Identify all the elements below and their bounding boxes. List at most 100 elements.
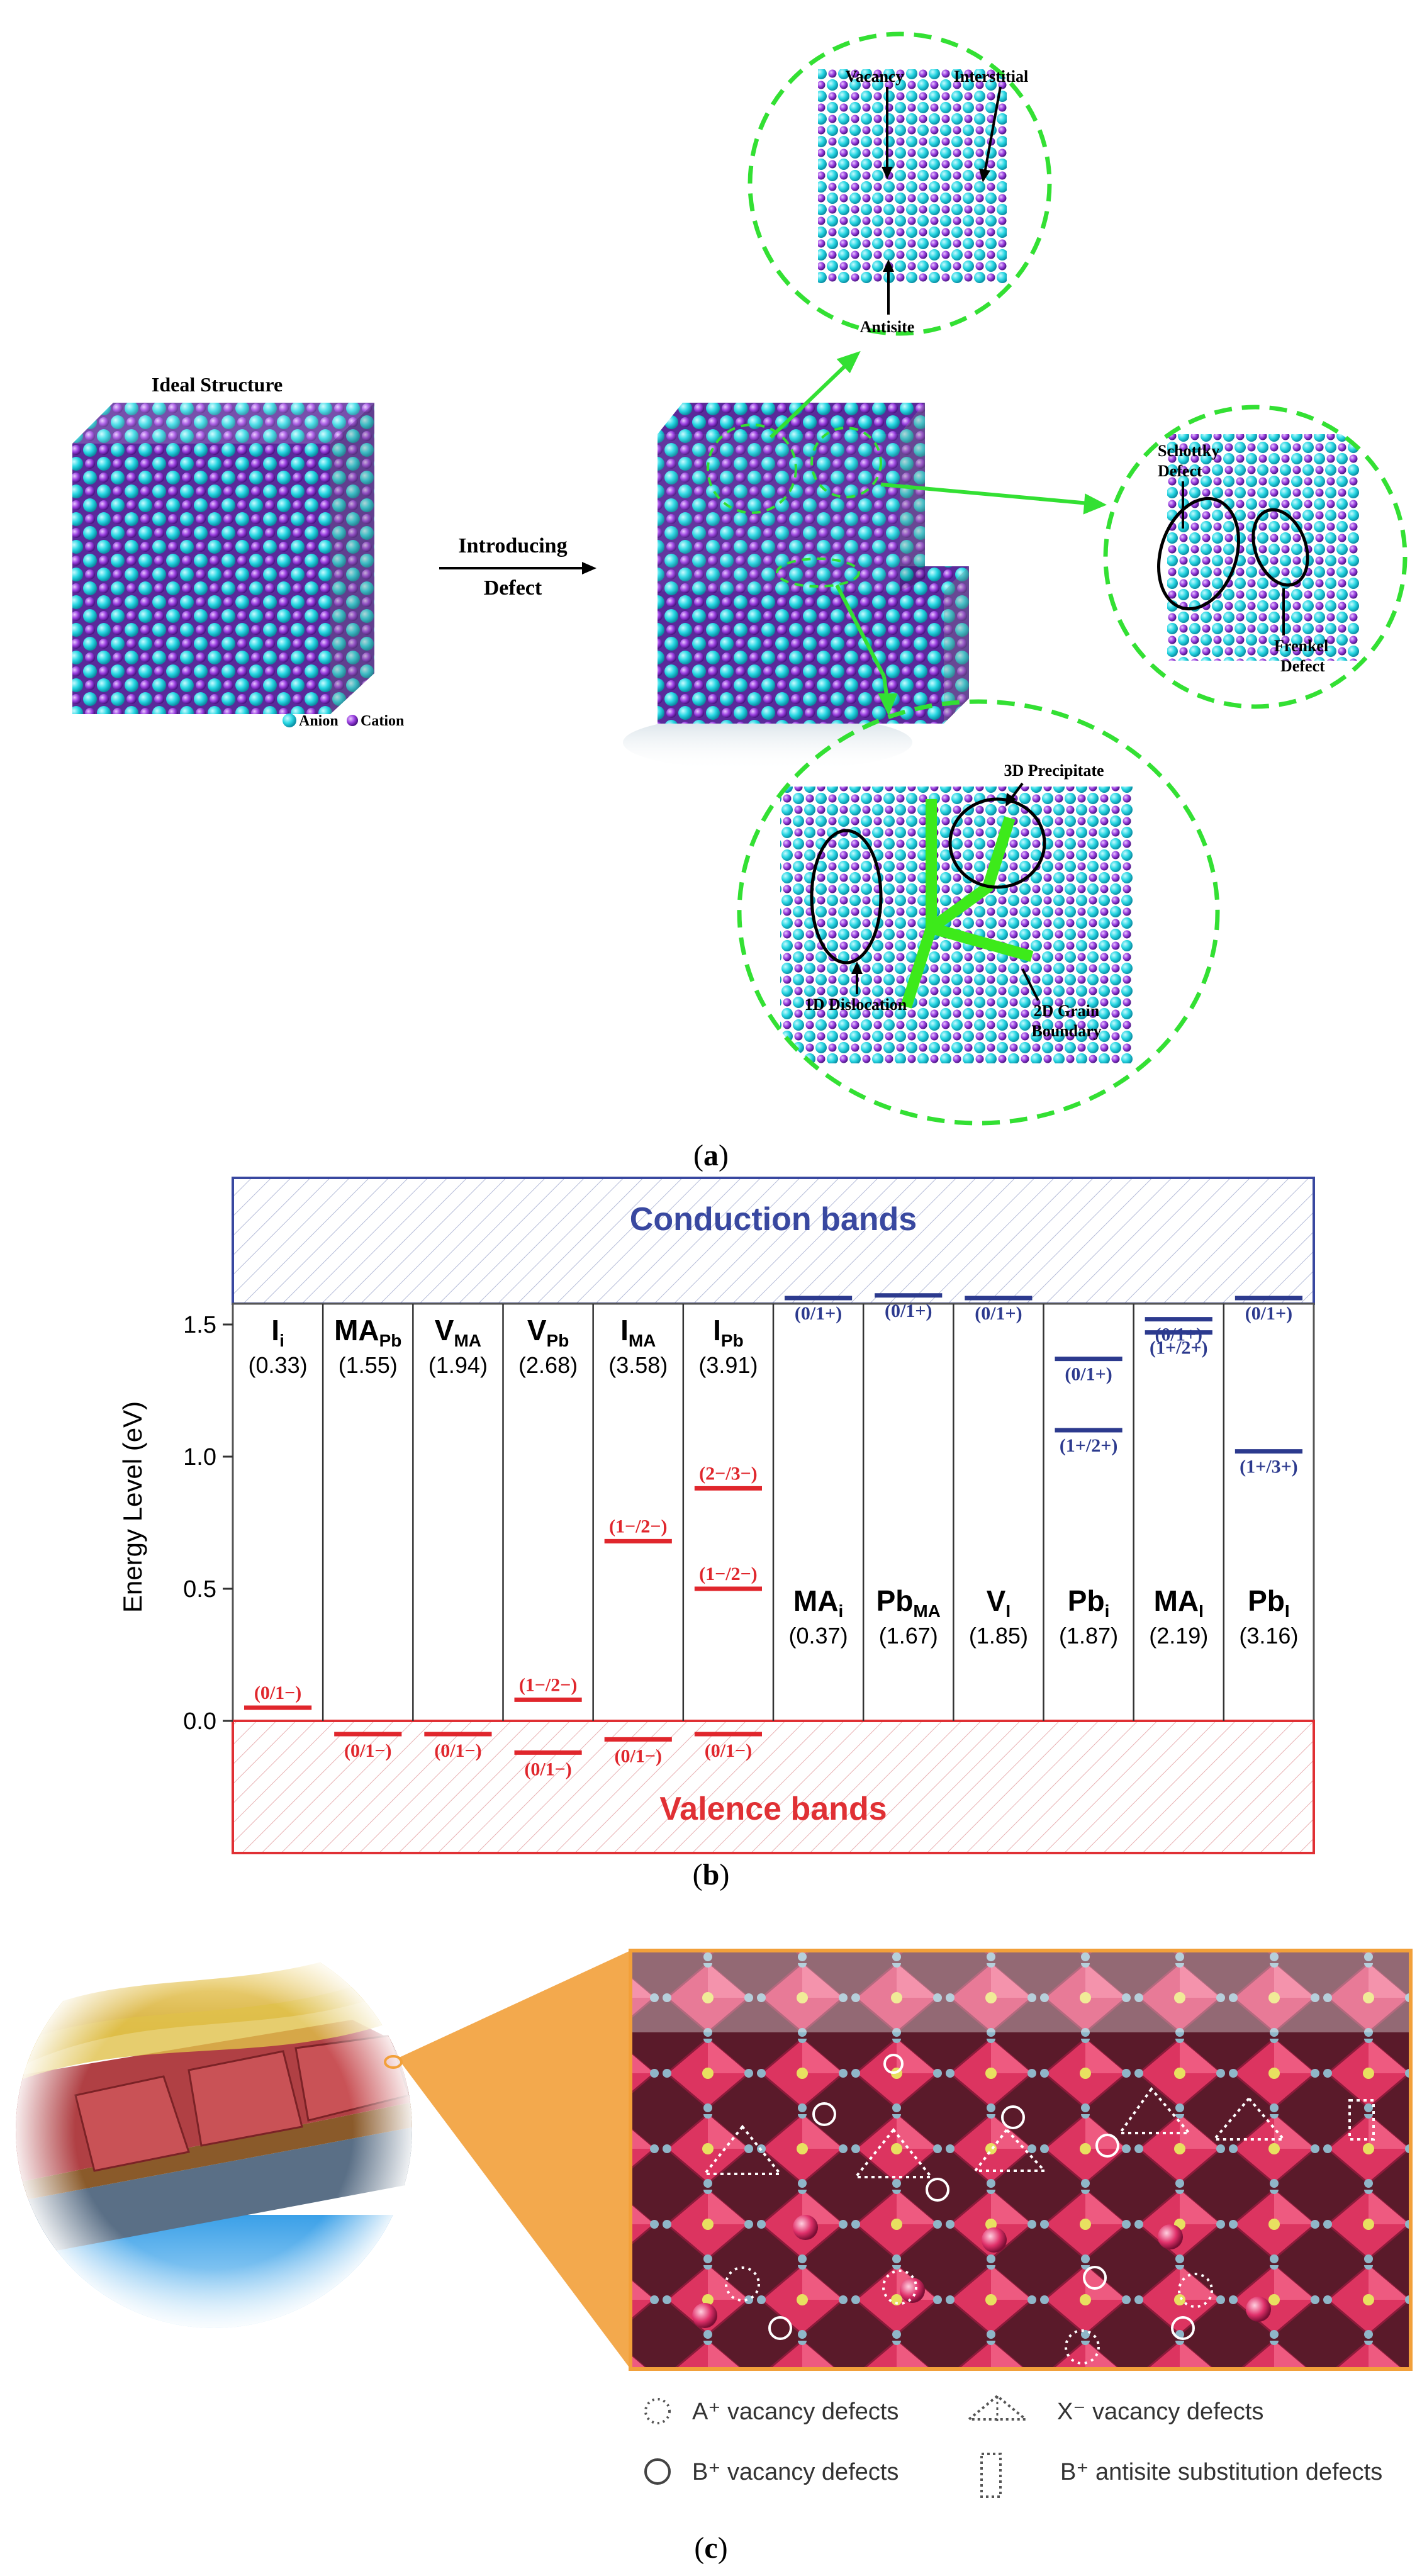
cation-label: Cation [361, 713, 404, 729]
formation-energy: (1.87) [1059, 1623, 1118, 1649]
transition-level-label: (0/1−) [524, 1759, 571, 1779]
defect-name: MAi [793, 1584, 843, 1621]
formation-energy: (0.33) [249, 1352, 308, 1378]
b-vacancy-label: B⁺ vacancy defects [692, 2459, 899, 2485]
defect-column: PbI(3.16) (0/1+) (1+/3+) [1223, 1296, 1302, 1721]
cation-swatch [347, 715, 358, 726]
defect-name: VI [987, 1584, 1011, 1621]
panel-c: A⁺ vacancy defects X⁻ vacancy defects B⁺… [16, 1932, 1413, 2565]
formation-energy: (1.85) [969, 1623, 1028, 1649]
introducing-defect-arrow: Introducing Defect [439, 534, 596, 600]
defected-crystal [623, 403, 969, 771]
zoom-wedge [398, 1951, 630, 2369]
defect-column: MAPb(1.55)(0/1−) [322, 1304, 401, 1761]
caption-a: (a) [693, 1139, 729, 1172]
defect-name: PbMA [876, 1584, 941, 1621]
ideal-structure-cube [72, 403, 374, 714]
defect-name: PbI [1248, 1584, 1290, 1621]
ideal-structure-title: Ideal Structure [152, 373, 283, 396]
frenkel-label-1: Frenkel [1274, 637, 1328, 655]
vacancy-label: Vacancy [846, 67, 904, 86]
formation-energy: (3.16) [1239, 1623, 1298, 1649]
transition-level-label: (1−/2−) [699, 1564, 758, 1584]
defect-column: MAi(0.37) (0/1+) [772, 1296, 853, 1721]
defect-column: Ii(0.33) (0/1−) [244, 1314, 312, 1710]
defect-column: VPb(2.68) (1−/2−) (0/1−) [502, 1304, 582, 1779]
y-tick-label: 1.0 [183, 1444, 216, 1470]
b-antisite-label: B⁺ antisite substitution defects [1060, 2459, 1382, 2485]
formation-energy: (3.91) [698, 1352, 758, 1378]
grain-boundary-label-2: Boundary [1031, 1022, 1101, 1040]
b-vacancy-symbol [644, 2458, 671, 2485]
y-axis-label: Energy Level (eV) [118, 1401, 147, 1613]
formation-energy: (1.55) [339, 1352, 398, 1378]
defect-name: Ii [271, 1314, 284, 1350]
x-vacancy-label: X⁻ vacancy defects [1057, 2399, 1263, 2425]
x-vacancy-symbol [965, 2394, 1029, 2421]
defect-name: VMA [435, 1314, 481, 1350]
transition-level-label: (0/1+) [1245, 1303, 1292, 1324]
formation-energy: (1.67) [879, 1623, 938, 1649]
formation-energy: (3.58) [608, 1352, 668, 1378]
grain-boundary-label-1: 2D Grain [1034, 1002, 1100, 1020]
formation-energy: (1.94) [428, 1352, 488, 1378]
transition-level-label: (1+/3+) [1240, 1457, 1298, 1477]
transition-level-label: (1−/2−) [519, 1674, 578, 1695]
defect-column: VMA(1.94) (0/1−) [412, 1304, 492, 1761]
y-tick-label: 0.0 [183, 1708, 216, 1735]
defect-columns: Ii(0.33)(0/1−)MAPb(1.55)(0/1−)VMA(1.94)(… [244, 1293, 1302, 1779]
transition-level-label: (0/1−) [254, 1683, 301, 1703]
anion-label: Anion [299, 713, 339, 729]
defect-name: VPb [527, 1314, 569, 1350]
lattice-zoom [629, 1949, 1413, 2371]
transition-level-label: (1+/2+) [1060, 1435, 1118, 1456]
panel-b: Conduction bands Valence bands Energy Le… [118, 1177, 1315, 1891]
y-tick-label: 1.5 [183, 1312, 216, 1338]
defect-column: PbMA(1.67) (0/1+) [862, 1293, 943, 1721]
defect-name: MAI [1154, 1584, 1204, 1621]
atom-legend: Anion Cation [283, 713, 404, 729]
panel-a: Ideal Structure Anion Cation Introducing… [72, 31, 1408, 1172]
dislocation-label: 1D Dislocation [805, 995, 907, 1014]
defect-column: IPb(3.91) (2−/3−) (1−/2−) (0/1−) [682, 1304, 762, 1761]
transition-level-label: (0/1−) [705, 1740, 752, 1761]
defect-column: MAI(2.19)(0/1+)(1+/2+) [1133, 1304, 1212, 1721]
valence-band-box [232, 1720, 1315, 1854]
antisite-label: Antisite [860, 318, 915, 336]
zoom-connectors [769, 350, 1107, 716]
interstitial-label: Interstitial [954, 67, 1028, 86]
defect-name: Pbi [1068, 1584, 1110, 1621]
conduction-band-box [232, 1177, 1315, 1305]
formation-energy: (2.68) [518, 1352, 578, 1378]
caption-c: (c) [694, 2531, 727, 2565]
lattice-frame [629, 1949, 1413, 2371]
a-vacancy-symbol [644, 2398, 671, 2424]
arrow-label-defect: Defect [484, 576, 542, 600]
schottky-label-1: Schottky [1158, 442, 1219, 460]
transition-level-label: (0/1+) [795, 1303, 842, 1324]
valence-band-label: Valence bands [659, 1791, 887, 1827]
b-antisite-symbol [980, 2453, 1002, 2498]
formation-energy: (2.19) [1149, 1623, 1208, 1649]
precipitate-label: 3D Precipitate [1004, 761, 1104, 780]
extended-defects-zoom: 3D Precipitate 1D Dislocation 2D Grain B… [737, 699, 1220, 1126]
defect-name: IMA [620, 1314, 656, 1350]
transition-level-label: (0/1−) [615, 1745, 662, 1766]
a-vacancy-label: A⁺ vacancy defects [692, 2399, 899, 2425]
caption-b: (b) [693, 1858, 730, 1891]
conduction-band-label: Conduction bands [630, 1201, 917, 1238]
defect-name: IPb [713, 1314, 744, 1350]
transition-level-label: (1+/2+) [1150, 1338, 1208, 1358]
transition-level-label: (0/1−) [344, 1740, 391, 1761]
pair-defects-zoom: Schottky Defect Frenkel Defect [1103, 405, 1408, 709]
transition-level-label: (0/1+) [975, 1303, 1022, 1324]
transition-level-label: (0/1−) [434, 1740, 481, 1761]
transition-level-label: (2−/3−) [699, 1463, 758, 1484]
anion-swatch [283, 714, 296, 727]
defect-column: Pbi(1.87) (0/1+) (1+/2+) [1043, 1304, 1122, 1721]
transition-level-label: (0/1+) [885, 1301, 932, 1321]
transition-level-label: (0/1+) [1065, 1364, 1112, 1385]
y-axis-ticks: 0.00.51.01.5 [183, 1312, 233, 1735]
formation-energy: (0.37) [789, 1623, 848, 1649]
